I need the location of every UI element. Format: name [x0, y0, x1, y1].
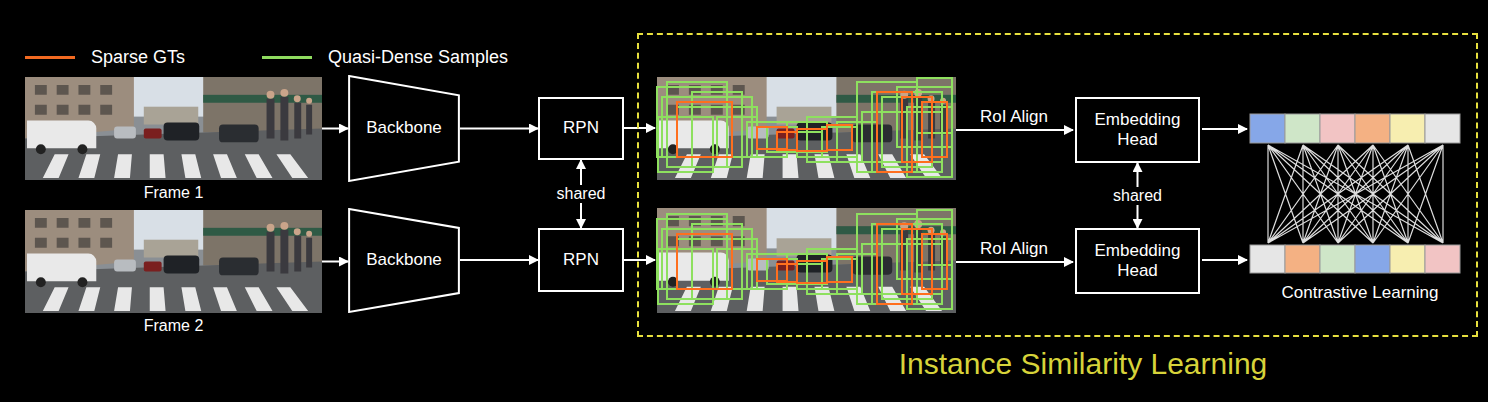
frame-caption: Frame 2 [144, 317, 204, 335]
box-label: Backbone [366, 118, 442, 138]
legend-text: Quasi-Dense Samples [328, 47, 508, 68]
annotation-label: RoI Align [980, 239, 1048, 259]
process-box: Embedding Head [1075, 97, 1200, 163]
legend-line [262, 56, 312, 59]
proposal-images [657, 77, 956, 313]
box-label: Backbone [366, 250, 442, 270]
box-label: RPN [563, 118, 599, 138]
backbone-trapezoid: Backbone [348, 75, 460, 182]
legend-item: Sparse GTs [25, 47, 185, 68]
annotation-label: Contrastive Learning [1282, 283, 1439, 303]
legend-line [25, 56, 75, 59]
region-heading: Instance Similarity Learning [899, 347, 1268, 381]
box-label: Embedding Head [1085, 110, 1190, 151]
edge-label: shared [1110, 187, 1165, 205]
box-label: Embedding Head [1085, 241, 1190, 282]
legend-item: Quasi-Dense Samples [262, 47, 508, 68]
connector-arrow [460, 128, 538, 130]
annotation-label: RoI Align [980, 107, 1048, 127]
connector-arrow [322, 128, 348, 130]
legend-text: Sparse GTs [91, 47, 185, 68]
edge-label: shared [554, 185, 609, 203]
contrastive-lines [1268, 145, 1443, 243]
process-box: Embedding Head [1075, 228, 1200, 294]
frame-caption: Frame 1 [144, 184, 204, 202]
backbone-trapezoid: Backbone [348, 208, 460, 313]
connector-arrow [322, 261, 348, 263]
frame-images [25, 77, 322, 313]
frame-image: Frame 2 [25, 210, 322, 313]
connector-arrow [460, 259, 538, 261]
process-box: RPN [538, 228, 624, 292]
embedding-vectors [1250, 114, 1460, 273]
process-box: RPN [538, 97, 624, 160]
box-label: RPN [563, 250, 599, 270]
frame-image: Frame 1 [25, 77, 322, 180]
